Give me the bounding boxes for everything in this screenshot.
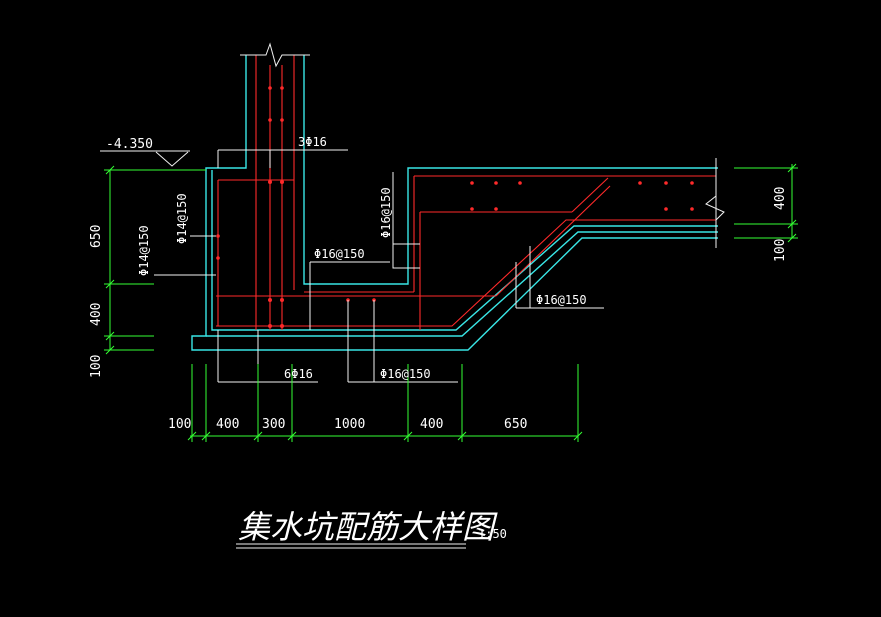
dim-left-650: 650	[89, 225, 104, 248]
drawing-title: 集水坑配筋大样图	[238, 508, 498, 546]
concrete-outline	[191, 55, 718, 351]
dim-bottom-300: 300	[262, 417, 285, 432]
leader-lines	[100, 149, 604, 549]
elevation-label: -4.350	[106, 137, 153, 152]
dim-right-400: 400	[773, 187, 788, 210]
rebar-label-slope: Φ16@150	[536, 293, 587, 307]
drawing-scale: 1:50	[478, 527, 507, 541]
rebar-label-bottom-slab: Φ16@150	[380, 367, 431, 381]
rebar-label-outer-left: Φ14@150	[137, 225, 151, 276]
dim-bottom-1000: 1000	[334, 417, 365, 432]
rebar-label-inner-left: Φ14@150	[175, 193, 189, 244]
dim-left-400: 400	[89, 303, 104, 326]
rebar-label-pit-bottom: Φ16@150	[314, 247, 365, 261]
dim-bottom-650: 650	[504, 417, 527, 432]
dim-bottom-400b: 400	[420, 417, 443, 432]
break-symbols	[240, 42, 725, 248]
rebar-label-pit-wall: Φ16@150	[379, 187, 393, 238]
annotations: -4.350 3Φ16 Φ14@150 Φ14@150 Φ16@150 Φ16@…	[89, 135, 788, 546]
dim-left-100: 100	[89, 355, 104, 378]
dim-right-100: 100	[773, 239, 788, 262]
rebar-dots	[216, 86, 694, 328]
rebar-label-top-wall: 3Φ16	[298, 135, 327, 149]
rebar-label-bottom-vertical: 6Φ16	[284, 367, 313, 381]
dim-bottom-100: 100	[168, 417, 191, 432]
dim-bottom-400: 400	[216, 417, 239, 432]
dimension-lines	[104, 163, 798, 442]
rebar-lines	[216, 55, 716, 330]
